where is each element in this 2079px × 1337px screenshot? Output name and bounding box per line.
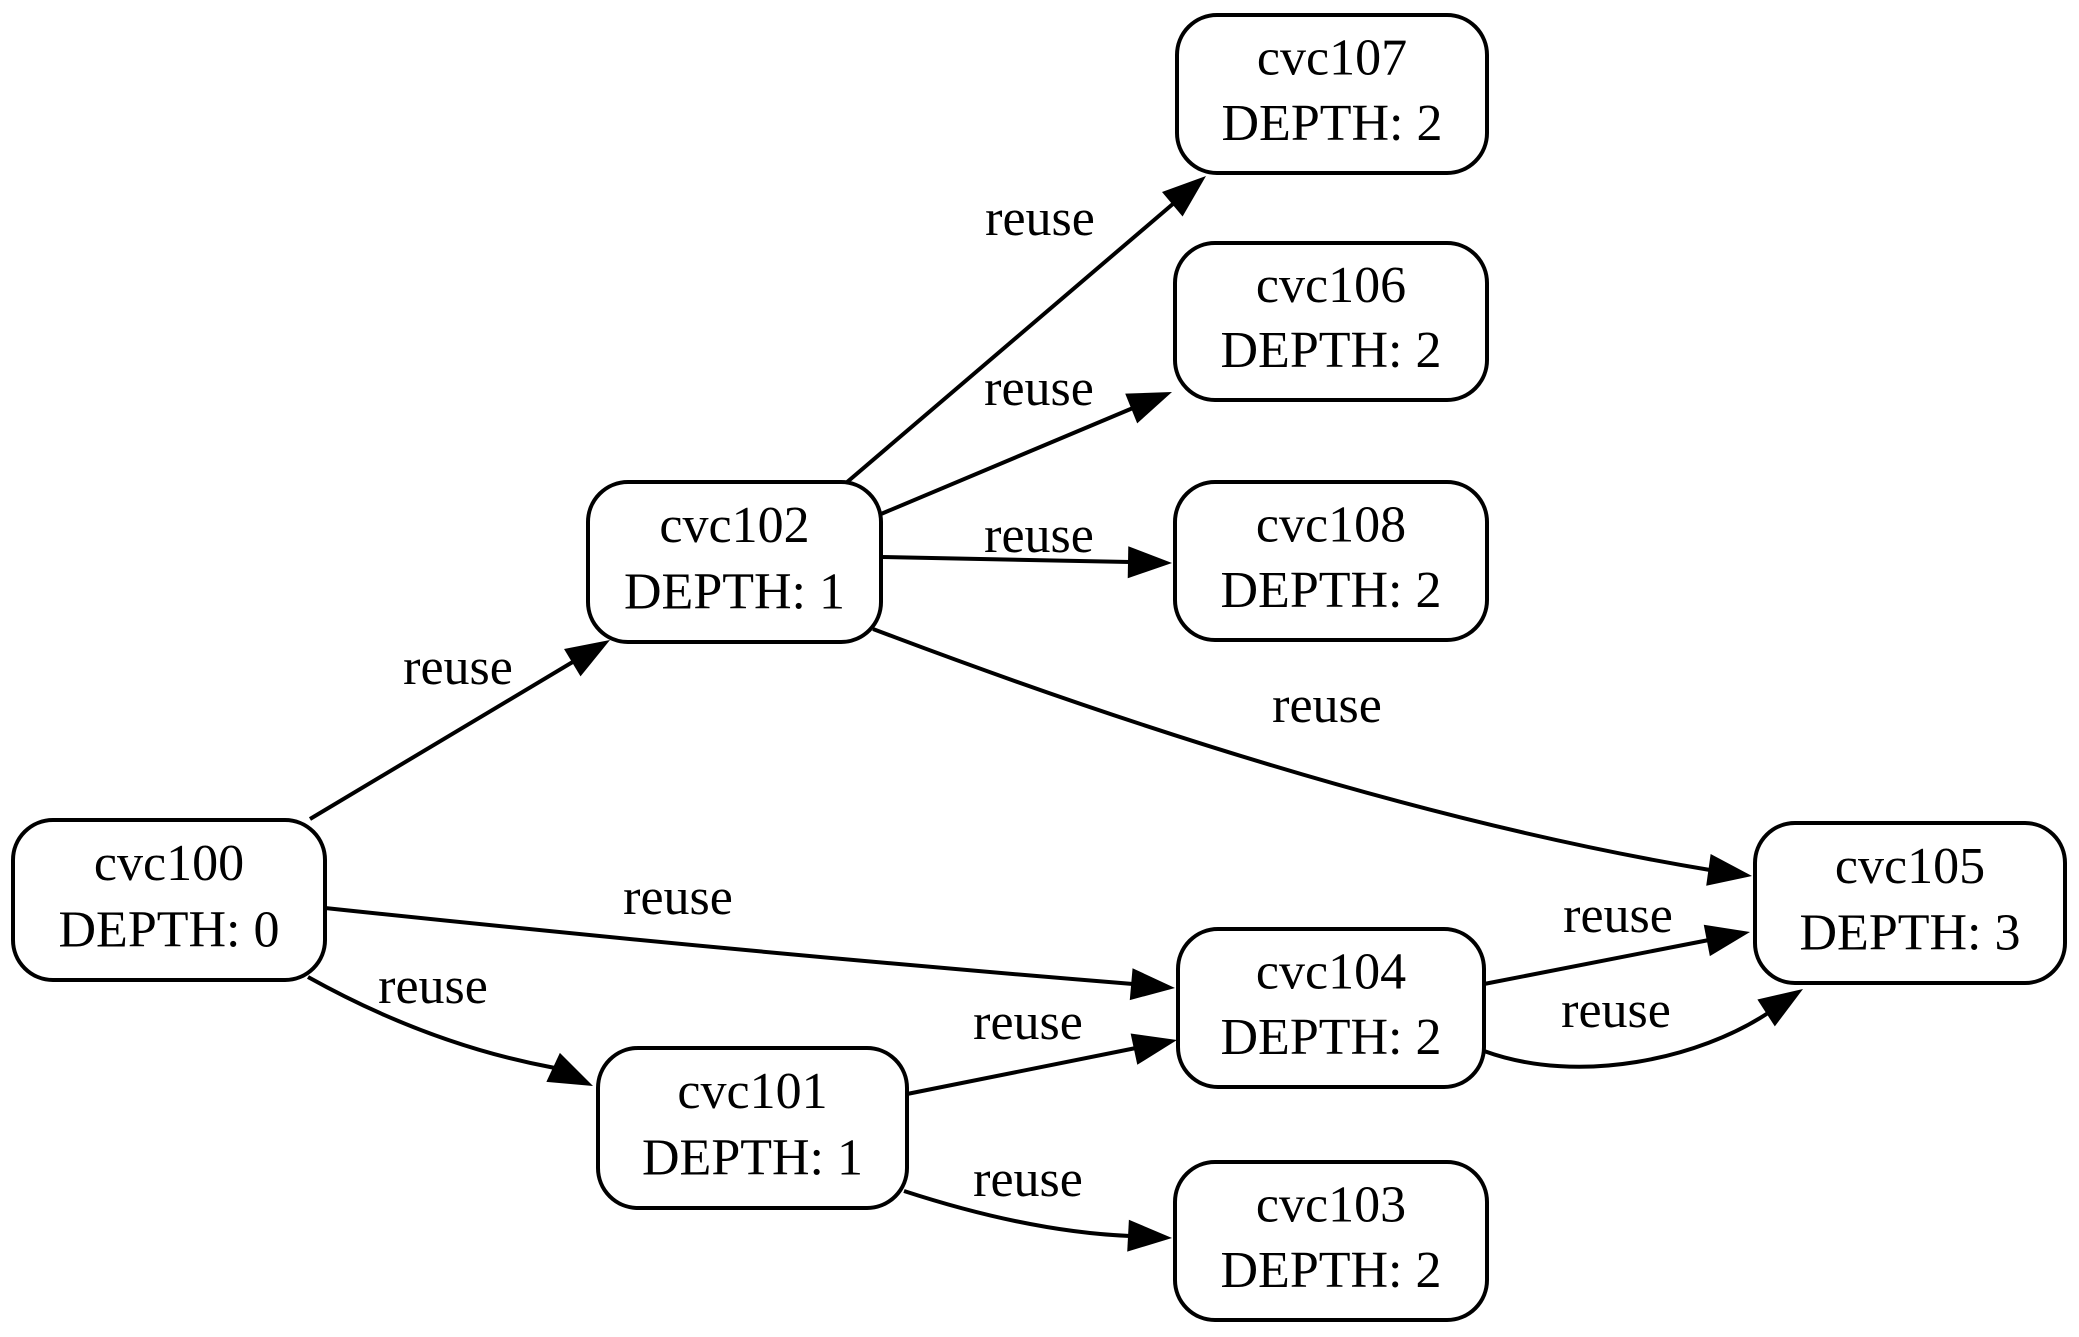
edge-cvc102-cvc107-label: reuse [985, 190, 1095, 247]
node-cvc107-depth: DEPTH: 2 [1222, 95, 1443, 152]
node-cvc100-box [11, 818, 327, 982]
edge-cvc102-cvc108 [880, 555, 1131, 564]
edge-cvc100-cvc102-label: reuse [403, 639, 513, 696]
edge-cvc102-cvc108-label: reuse [984, 507, 1094, 564]
edge-cvc102-cvc106 [880, 406, 1134, 516]
node-cvc107-box [1175, 13, 1489, 175]
node-cvc105-name: cvc105 [1835, 838, 1985, 895]
node-cvc108-depth: DEPTH: 2 [1221, 562, 1442, 619]
edge-cvc102-cvc105 [872, 627, 1711, 872]
arrowhead-icon [1706, 854, 1752, 886]
arrowhead-icon [1127, 1219, 1172, 1252]
edge-cvc104-cvc105-label: reuse [1563, 887, 1673, 944]
arrowhead-icon [1125, 392, 1172, 424]
edge-cvc100-cvc101-label: reuse [378, 958, 488, 1015]
edge-cvc102-cvc106-label: reuse [984, 360, 1094, 417]
edge-cvc101-cvc103-label: reuse [973, 1151, 1083, 1208]
node-cvc106-name: cvc106 [1256, 257, 1406, 314]
arrowhead-icon [1130, 1033, 1177, 1065]
edge-cvc104-cvc105-2 [1483, 1011, 1770, 1069]
node-cvc105-box [1753, 821, 2067, 985]
node-cvc104-depth: DEPTH: 2 [1221, 1009, 1442, 1066]
node-cvc101-name: cvc101 [677, 1063, 827, 1120]
node-cvc108-name: cvc108 [1256, 496, 1406, 553]
node-cvc102-name: cvc102 [659, 497, 809, 554]
node-cvc108-box [1173, 480, 1489, 642]
edge-cvc104-cvc105 [1483, 938, 1710, 986]
edge-cvc101-cvc104 [906, 1046, 1137, 1096]
node-cvc100-depth: DEPTH: 0 [59, 901, 280, 958]
edge-cvc100-cvc102 [308, 658, 578, 821]
node-cvc105-depth: DEPTH: 3 [1800, 904, 2021, 961]
arrowhead-icon [564, 640, 610, 677]
edge-cvc101-cvc103 [903, 1189, 1131, 1238]
node-cvc102-box [586, 480, 883, 644]
edge-cvc104-cvc105-2-label: reuse [1561, 982, 1671, 1039]
arrowhead-icon [1129, 968, 1175, 1001]
node-cvc102-depth: DEPTH: 1 [624, 563, 845, 620]
node-cvc104-box [1176, 927, 1486, 1089]
arrowhead-icon [1703, 924, 1750, 957]
edge-cvc100-cvc101 [307, 975, 556, 1070]
edge-cvc102-cvc105-label: reuse [1272, 677, 1382, 734]
node-cvc106-depth: DEPTH: 2 [1221, 322, 1442, 379]
edge-cvc100-cvc104-label: reuse [623, 869, 733, 926]
node-cvc104-name: cvc104 [1256, 943, 1406, 1000]
node-cvc103-depth: DEPTH: 2 [1221, 1242, 1442, 1299]
edge-cvc100-cvc104 [324, 906, 1134, 986]
node-cvc103-box [1173, 1160, 1489, 1322]
node-cvc101-box [596, 1046, 909, 1210]
edge-cvc102-cvc107 [844, 201, 1176, 485]
arrowhead-icon [1757, 989, 1803, 1027]
node-cvc101-depth: DEPTH: 1 [642, 1129, 863, 1186]
node-cvc106-box [1173, 241, 1489, 402]
node-cvc100-name: cvc100 [94, 835, 244, 892]
edge-cvc101-cvc104-label: reuse [973, 994, 1083, 1051]
arrowhead-icon [1127, 546, 1172, 579]
arrowhead-icon [1162, 176, 1206, 217]
node-cvc103-name: cvc103 [1256, 1176, 1406, 1233]
node-cvc107-name: cvc107 [1257, 29, 1407, 86]
arrowhead-icon [546, 1052, 593, 1086]
